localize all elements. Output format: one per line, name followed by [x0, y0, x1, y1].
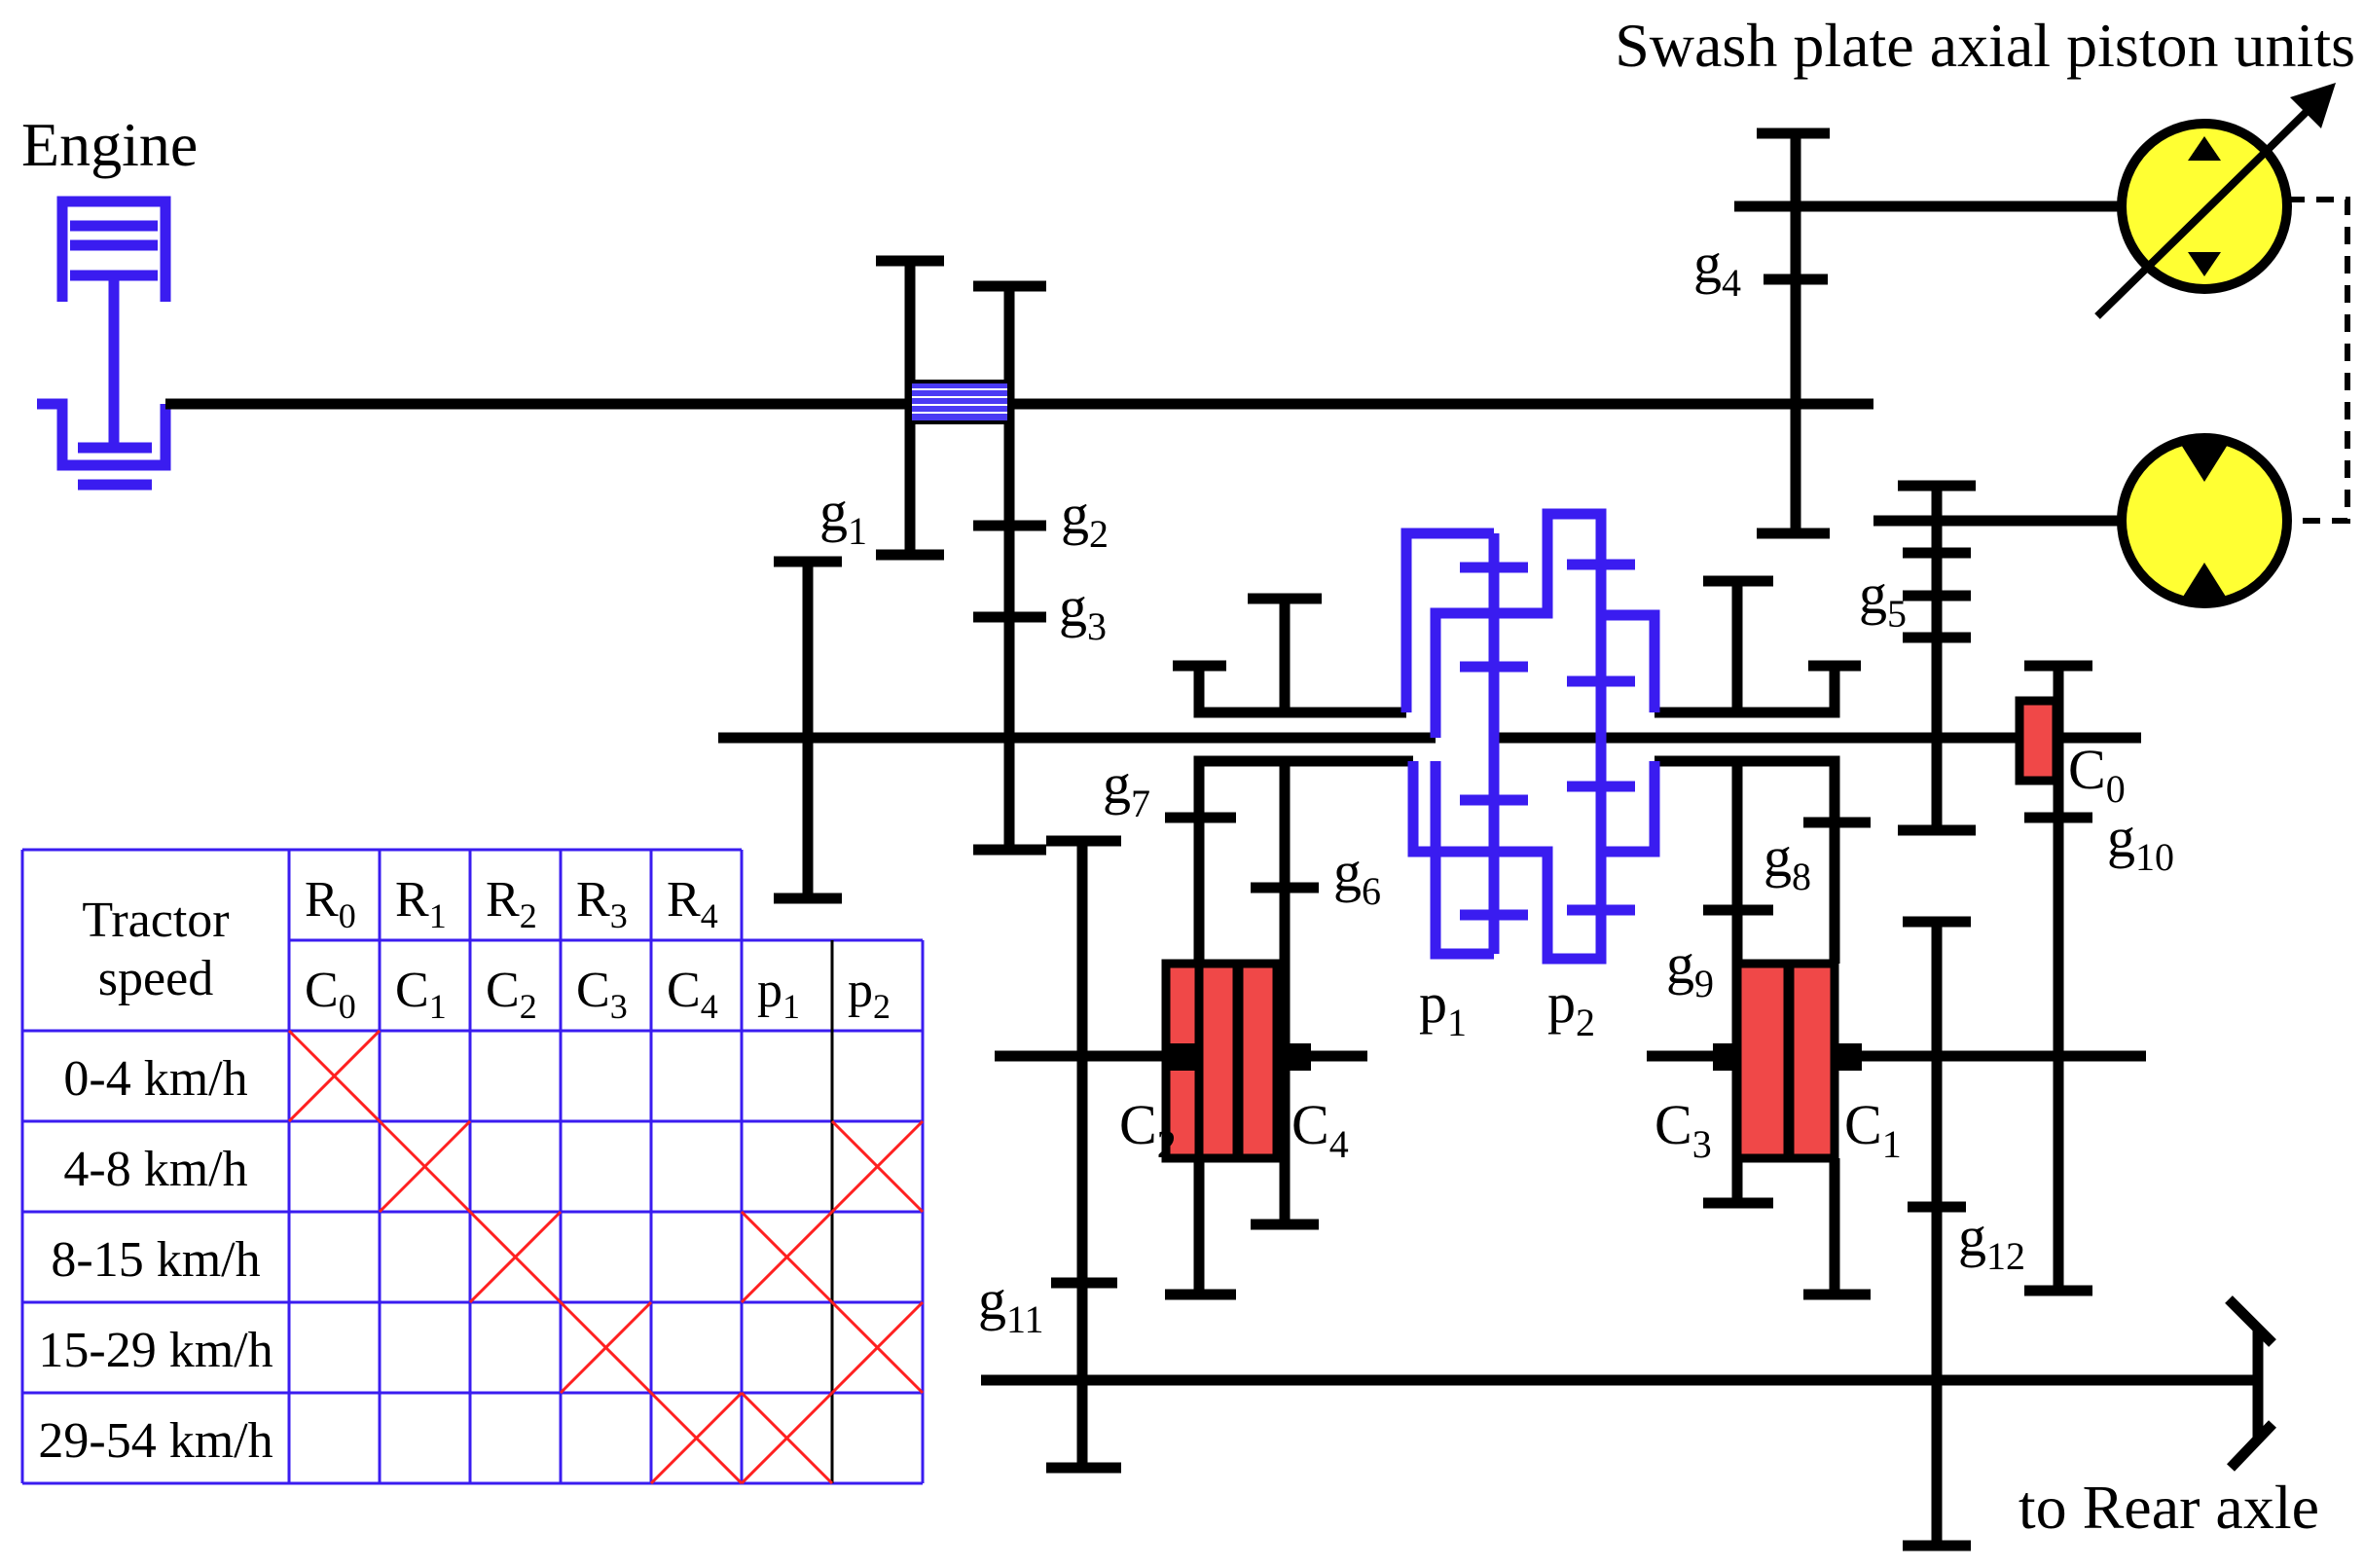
- table-engaged-mark: [468, 1210, 563, 1304]
- engine-symbol: [37, 196, 171, 491]
- table-engaged-mark: [830, 1300, 925, 1395]
- clutch-c0: [2015, 696, 2061, 785]
- table-column-header: C4: [667, 963, 718, 1026]
- table-column-header: C0: [305, 963, 356, 1026]
- table-range-header: R1: [395, 872, 447, 935]
- table-range-header: R3: [576, 872, 628, 935]
- clutch-label-C4: C4: [1291, 1093, 1349, 1166]
- gear-label-g4: g4: [1693, 232, 1741, 305]
- table-corner-label: Tractor: [82, 893, 229, 948]
- clutch-label-C0: C0: [2068, 738, 2126, 811]
- table-engaged-mark: [649, 1391, 744, 1485]
- table-engaged-mark: [740, 1391, 834, 1485]
- table-speed-cell: 4-8 km/h: [63, 1142, 247, 1197]
- table-range-header: R0: [305, 872, 356, 935]
- input-coupling: [908, 380, 1011, 424]
- engine-label: Engine: [21, 110, 198, 179]
- clutch-label-C3: C3: [1655, 1093, 1712, 1166]
- table-range-header: R4: [667, 872, 718, 935]
- table-column-header: C2: [486, 963, 537, 1026]
- table-corner-label: speed: [98, 951, 213, 1006]
- table-column-header: p1: [757, 963, 800, 1026]
- clutch-label-C2: C2: [1119, 1093, 1177, 1166]
- table-engaged-mark: [830, 1119, 925, 1214]
- table-column-header: C1: [395, 963, 447, 1026]
- gear-label-g8: g8: [1764, 825, 1811, 898]
- clutch-c3-c1: [1713, 959, 1862, 1163]
- planetary-set-p1: [1400, 528, 1528, 960]
- gear-label-g6: g6: [1333, 840, 1381, 913]
- table-engaged-mark: [559, 1300, 653, 1395]
- hydraulic-line: [2287, 197, 2350, 524]
- gear-label-g2: g2: [1061, 483, 1109, 556]
- clutch-label-C1: C1: [1844, 1093, 1902, 1166]
- clutch-c2-c4: [1161, 959, 1311, 1163]
- table-speed-cell: 15-29 km/h: [38, 1323, 273, 1378]
- gear-label-g11: g11: [978, 1268, 1044, 1341]
- table-column-header: p2: [848, 963, 891, 1026]
- swash-plate-pump: [2094, 83, 2336, 319]
- gear-label-g3: g3: [1059, 575, 1107, 648]
- table-speed-cell: 29-54 km/h: [38, 1413, 273, 1469]
- gear-train: [165, 128, 2276, 1551]
- table-engaged-mark: [287, 1029, 382, 1123]
- gear-label-g10: g10: [2107, 806, 2174, 879]
- table-speed-cell: 0-4 km/h: [63, 1051, 247, 1107]
- table-engaged-mark: [740, 1210, 834, 1304]
- table-range-header: R2: [486, 872, 537, 935]
- gear-label-g7: g7: [1103, 752, 1150, 825]
- gear-label-g5: g5: [1859, 563, 1907, 636]
- table-speed-cell: 8-15 km/h: [51, 1232, 260, 1288]
- swash-plate-label: Swash plate axial piston units: [1615, 11, 2355, 80]
- table-column-header: C3: [576, 963, 628, 1026]
- planetary-label-p2: p2: [1547, 971, 1595, 1044]
- planetary-set-p2: [1494, 508, 1660, 965]
- planetary-label-p1: p1: [1419, 971, 1467, 1044]
- gear-label-g12: g12: [1958, 1205, 2025, 1278]
- gear-label-g1: g1: [819, 480, 867, 553]
- hydraulic-motor: [2117, 433, 2292, 608]
- gear-label-g9: g9: [1666, 932, 1714, 1005]
- rear-axle-label: to Rear axle: [2018, 1473, 2319, 1542]
- table-engaged-mark: [378, 1119, 472, 1214]
